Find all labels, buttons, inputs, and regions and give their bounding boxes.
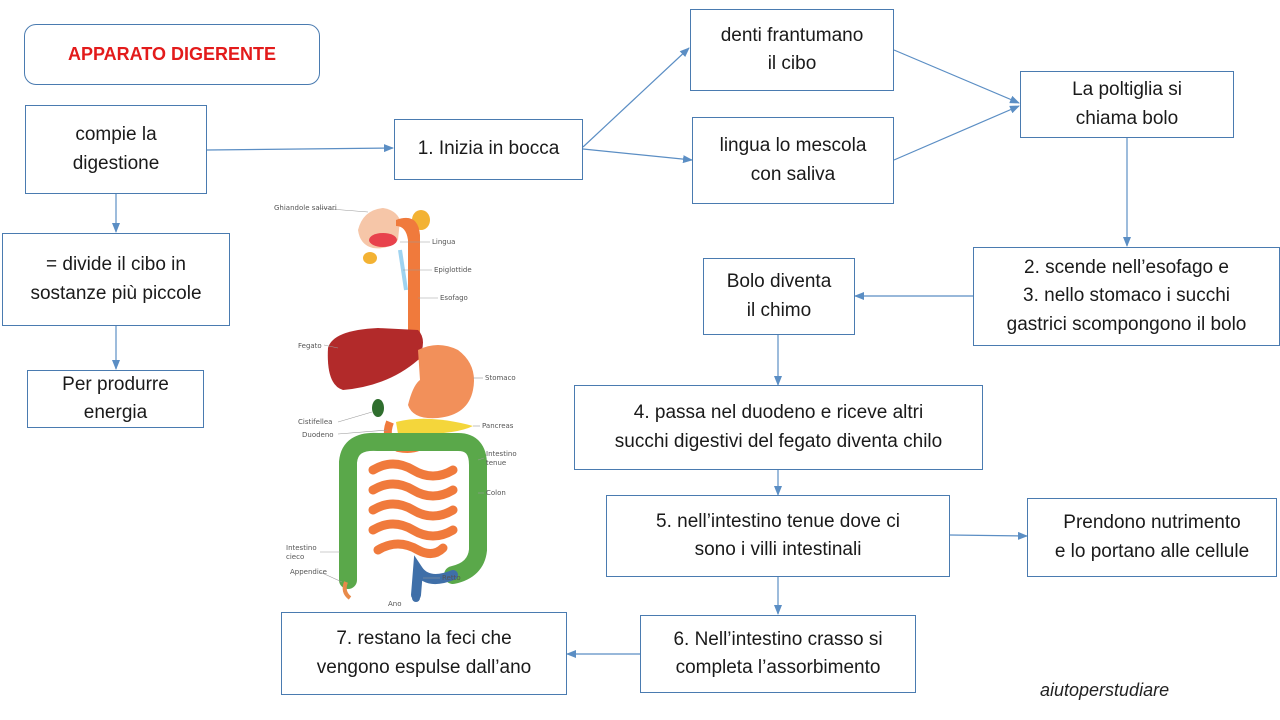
arrow-denti-bolo bbox=[893, 49, 1020, 104]
node-nutrimento: Prendono nutrimento e lo portano alle ce… bbox=[1027, 498, 1277, 577]
label-intestino-tenue-2: tenue bbox=[486, 459, 506, 467]
label-pancreas: Pancreas bbox=[482, 422, 514, 430]
node-divide-cibo: = divide il cibo in sostanze più piccole bbox=[2, 233, 230, 326]
node-esofago-stomaco: 2. scende nell’esofago e 3. nello stomac… bbox=[973, 247, 1280, 346]
node-denti-frantumano: denti frantumano il cibo bbox=[690, 9, 894, 91]
node-feci: 7. restano la feci che vengono espulse d… bbox=[281, 612, 567, 695]
node-bolo: La poltiglia si chiama bolo bbox=[1020, 71, 1234, 138]
label-retto: Retto bbox=[442, 574, 461, 582]
label-intestino-tenue: Intestino bbox=[486, 450, 517, 458]
node-compie-digestione: compie la digestione bbox=[25, 105, 207, 194]
arrow-compie-bocca bbox=[206, 144, 394, 153]
label-ghiandole: Ghiandole salivari bbox=[274, 204, 337, 212]
arrow-bocca-denti bbox=[582, 47, 690, 148]
node-duodeno: 4. passa nel duodeno e riceve altri succ… bbox=[574, 385, 983, 470]
label-cistifellea: Cistifellea bbox=[298, 418, 332, 426]
node-intestino-tenue: 5. nell’intestino tenue dove ci sono i v… bbox=[606, 495, 950, 577]
label-colon: Colon bbox=[486, 489, 506, 497]
label-appendice: Appendice bbox=[290, 568, 327, 576]
node-produrre-energia: Per produrre energia bbox=[27, 370, 204, 428]
arrow-lingua-bolo bbox=[893, 105, 1020, 161]
node-chimo: Bolo diventa il chimo bbox=[703, 258, 855, 335]
label-ano: Ano bbox=[388, 600, 402, 608]
label-stomaco: Stomaco bbox=[485, 374, 516, 382]
node-lingua-mescola: lingua lo mescola con saliva bbox=[692, 117, 894, 204]
arrow-tenue-nutrimento bbox=[949, 531, 1028, 540]
label-intestino-cieco-2: cieco bbox=[286, 553, 304, 561]
label-epiglottide: Epiglottide bbox=[434, 266, 472, 274]
label-intestino-cieco: Intestino bbox=[286, 544, 317, 552]
node-inizia-bocca: 1. Inizia in bocca bbox=[394, 119, 583, 180]
credit-text: aiutoperstudiare bbox=[1040, 680, 1170, 700]
node-intestino-crasso: 6. Nell’intestino crasso si completa l’a… bbox=[640, 615, 916, 693]
diagram-title: APPARATO DIGERENTE bbox=[24, 24, 320, 85]
label-lingua: Lingua bbox=[432, 238, 455, 246]
label-fegato: Fegato bbox=[298, 342, 322, 350]
digestive-system-illustration: Ghiandole salivari Lingua Epiglottide Es… bbox=[274, 204, 517, 608]
arrow-bocca-lingua bbox=[582, 148, 693, 164]
label-esofago: Esofago bbox=[440, 294, 468, 302]
label-duodeno: Duodeno bbox=[302, 431, 334, 439]
